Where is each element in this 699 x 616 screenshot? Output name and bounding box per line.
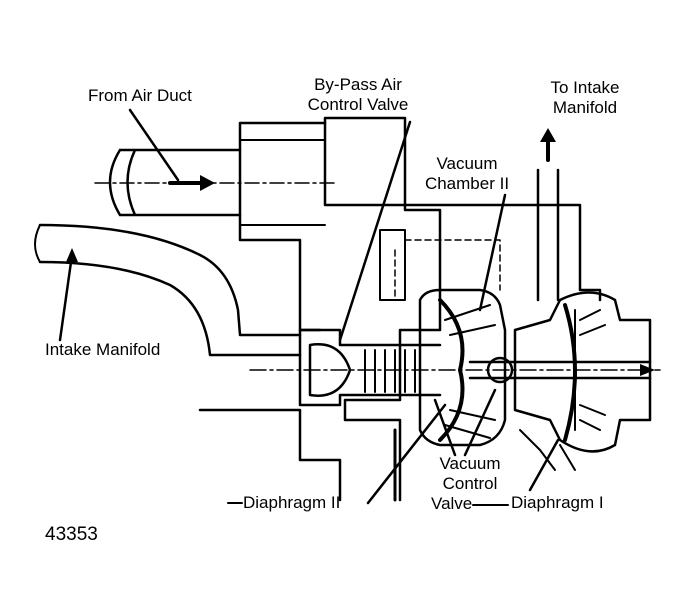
label-to-intake-line1: To Intake <box>550 78 620 97</box>
label-bypass-line1: By-Pass Air <box>314 75 402 94</box>
label-vacuum-chamber-line2: Chamber II <box>424 174 510 193</box>
label-to-intake-line2: Manifold <box>552 98 618 117</box>
shaft-nut <box>486 356 514 384</box>
vacuum-chamber-2 <box>418 288 507 447</box>
shaft-end <box>640 364 655 376</box>
vacuum-chamber-2-pattern <box>444 304 496 439</box>
label-diaphragm-1: Diaphragm I <box>511 493 604 512</box>
leader-vacuum-chamber <box>478 193 507 312</box>
label-bypass-line2: Control Valve <box>307 95 409 114</box>
dashed-passage <box>394 239 501 301</box>
air-duct-pipe <box>108 148 242 217</box>
label-vacuum-chamber-line1: Vacuum <box>436 154 498 173</box>
intake-manifold-outline <box>38 223 302 357</box>
bypass-valve-head <box>308 343 352 397</box>
diaphragm-1-hatch <box>579 309 606 431</box>
housing-body <box>238 121 442 502</box>
label-bypass-valve: By-Pass Air Control Valve <box>288 75 428 115</box>
label-diaphragm-2: Diaphragm II <box>243 493 341 512</box>
bypass-passage-block <box>379 229 406 301</box>
label-intake-manifold: Intake Manifold <box>45 340 161 359</box>
leader-from-air-duct <box>128 108 180 182</box>
diaphragm-1-membrane <box>563 303 577 442</box>
intake-tube <box>536 168 560 302</box>
air-duct-flange <box>239 139 326 226</box>
leader-vacuum-control-b <box>463 388 497 457</box>
label-to-intake-manifold: To Intake Manifold <box>535 78 635 118</box>
label-vacuum-control-line1: Vacuum <box>439 454 501 473</box>
leader-diaphragm-1 <box>528 438 560 492</box>
shaft <box>468 360 652 380</box>
right-body <box>403 203 602 302</box>
label-vacuum-control-valve: Vacuum Control Valve <box>425 454 515 514</box>
figure-number: 43353 <box>45 524 98 545</box>
leader-diaphragm-2 <box>366 403 447 505</box>
label-vacuum-chamber-2: Vacuum Chamber II <box>412 154 522 194</box>
housing-bottom-left <box>198 408 342 502</box>
leader-bypass <box>338 120 412 342</box>
label-vacuum-control-line3: Valve <box>431 494 473 513</box>
bypass-spring <box>364 349 416 393</box>
diaphragm-2-membrane <box>438 298 465 442</box>
label-from-air-duct: From Air Duct <box>88 86 192 105</box>
upper-block <box>323 116 407 207</box>
vacuum-chamber-1 <box>513 291 652 453</box>
label-vacuum-control-line2: Control <box>442 474 498 493</box>
leader-intake-manifold <box>58 253 74 342</box>
chamber-1-lower-ports <box>519 429 576 471</box>
leader-vacuum-control-a <box>433 398 457 457</box>
